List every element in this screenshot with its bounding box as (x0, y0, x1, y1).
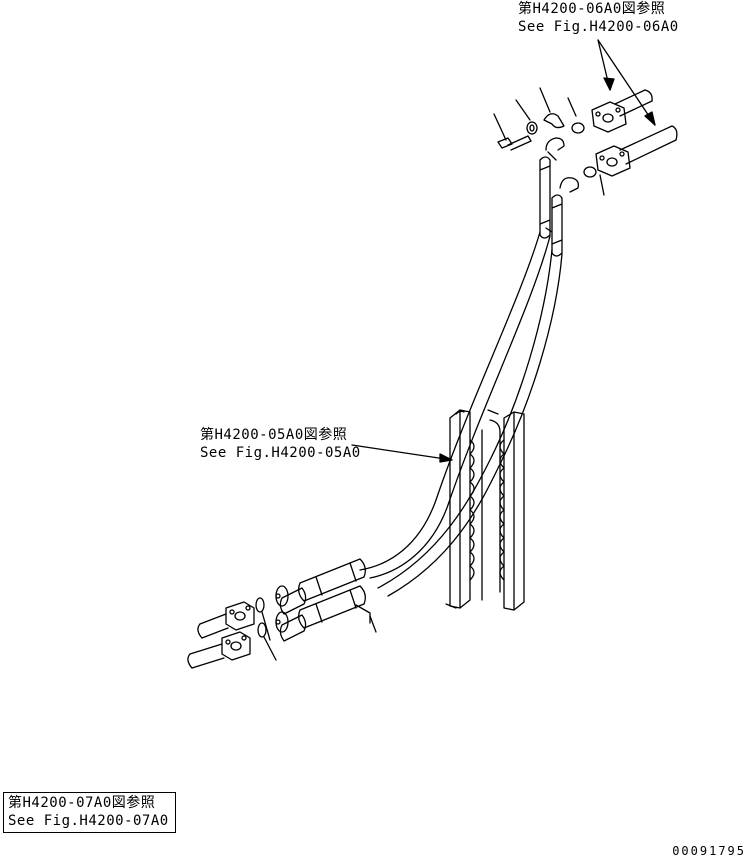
reference-label-top: 第H4200-06A0図参照 See Fig.H4200-06A0 (518, 0, 679, 36)
o-ring-bottom-upper (255, 597, 271, 641)
middle-reference-leader (351, 444, 453, 463)
o-ring-bottom-lower (257, 622, 277, 661)
reference-label-middle: 第H4200-05A0図参照 See Fig.H4200-05A0 (200, 426, 361, 462)
reference-label-middle-jp: 第H4200-05A0図参照 (200, 427, 348, 443)
reference-box-bottom-en: See Fig.H4200-07A0 (8, 813, 169, 829)
top-flange-lower (595, 145, 631, 177)
reference-box-bottom-jp: 第H4200-07A0図参照 (8, 795, 156, 811)
o-ring-top-2 (583, 166, 605, 196)
bolt (493, 113, 532, 151)
reference-label-middle-en: See Fig.H4200-05A0 (200, 445, 361, 461)
top-pipe-lower (619, 125, 678, 165)
hose-clamp-assembly (445, 409, 525, 611)
top-hose-end-left (539, 137, 565, 239)
o-ring-top (567, 97, 585, 134)
bottom-hose-end-lower (275, 585, 377, 642)
top-reference-leaders (597, 39, 656, 126)
reference-box-bottom: 第H4200-07A0図参照 See Fig.H4200-07A0 (3, 792, 176, 833)
drawing-number: 00091795 (672, 844, 746, 858)
bottom-flange-lower (221, 631, 251, 661)
bottom-pipe-upper (197, 613, 229, 639)
hose-long-1 (359, 231, 551, 579)
top-hose-end-right (545, 177, 580, 257)
bottom-hose-end-upper (275, 558, 366, 615)
bottom-pipe-lower (187, 643, 225, 669)
reference-label-top-en: See Fig.H4200-06A0 (518, 19, 679, 35)
split-flange-half (539, 87, 565, 129)
bottom-flange-upper (225, 601, 255, 631)
top-flange-upper (591, 101, 627, 133)
reference-label-top-jp: 第H4200-06A0図参照 (518, 1, 666, 17)
washer (515, 99, 538, 135)
